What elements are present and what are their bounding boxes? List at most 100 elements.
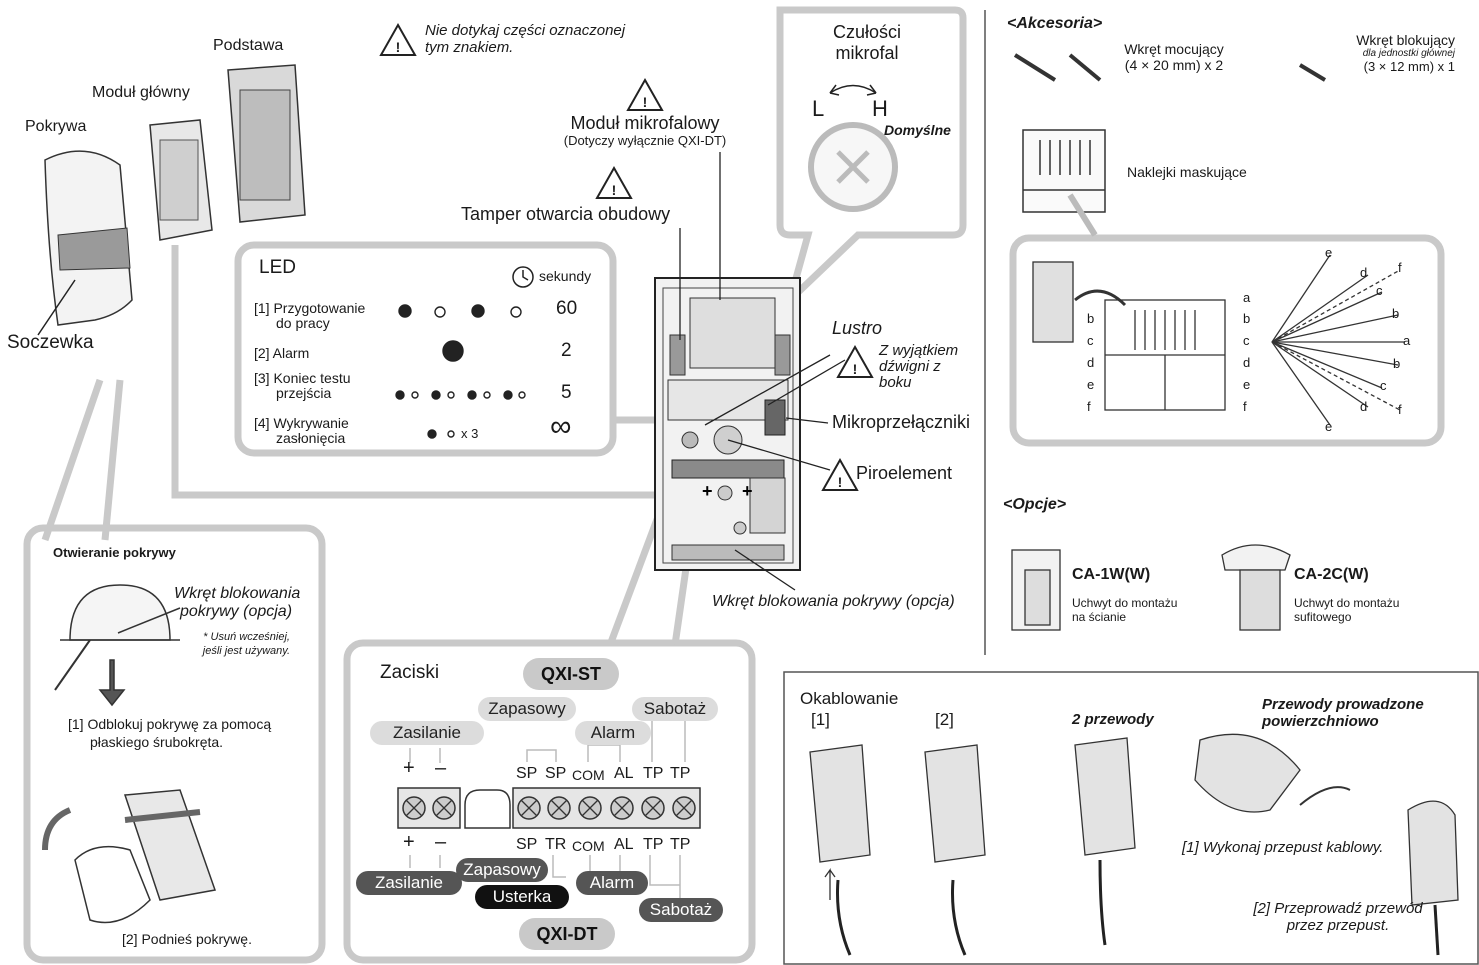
- zone-letter: e: [1087, 377, 1095, 392]
- pyroelement-label: Piroelement: [856, 463, 953, 483]
- alarm-label-st: Alarm: [575, 721, 651, 745]
- terminal-label: TP: [643, 836, 664, 853]
- terminals-title: Zaciski: [380, 662, 440, 683]
- svg-text:!: !: [643, 94, 648, 110]
- detector-board-illustration: + +: [654, 277, 801, 571]
- spare-label-dt: Zapasowy: [456, 858, 548, 882]
- terminal-label: SP: [516, 836, 538, 853]
- surface-step1: [1] Wykonaj przepust kablowy.: [1182, 839, 1384, 856]
- dip-switches-label: Mikroprzełączniki: [832, 412, 971, 432]
- terminal-plus: +: [403, 831, 415, 853]
- zone-letter: f: [1087, 399, 1091, 414]
- terminal-label: TP: [670, 765, 691, 782]
- zone-letter: a: [1403, 333, 1411, 348]
- terminal-label: COM: [572, 838, 605, 854]
- option-code: CA-2C(W): [1294, 566, 1369, 583]
- terminal-block-illustration: [397, 787, 701, 829]
- svg-text:!: !: [396, 39, 401, 55]
- alarm-label-dt: Alarm: [576, 871, 648, 895]
- zone-letter: c: [1380, 378, 1387, 393]
- cover-lock-screw-label: Wkręt blokowania pokrywy (opcja): [712, 593, 955, 610]
- zone-letter: f: [1243, 399, 1247, 414]
- remove-note: * Usuń wcześniej,jeśli jest używany.: [202, 631, 290, 657]
- base-illustration: [227, 64, 306, 223]
- led-row-value: 2: [561, 340, 572, 361]
- opening-cover-illustration: [42, 584, 216, 924]
- tamper-label-dt: Sabotaż: [639, 898, 723, 922]
- zone-letter: b: [1392, 306, 1400, 321]
- sensitivity-default: Domyślne: [884, 122, 951, 138]
- locking-screw-label: Wkręt blokujący dla jednostki głównej (3…: [1356, 32, 1455, 74]
- led-row-value: 5: [561, 382, 572, 403]
- zone-letter: d: [1087, 355, 1095, 370]
- wiring-title: Okablowanie: [800, 689, 899, 708]
- svg-text:+: +: [742, 481, 753, 501]
- led-unit: sekundy: [539, 268, 592, 284]
- zone-letter: e: [1325, 419, 1333, 434]
- zone-letter: c: [1243, 333, 1250, 348]
- base-label: Podstawa: [213, 37, 284, 54]
- main-module-label: Moduł główny: [92, 84, 190, 101]
- warning-triangle-icon: [821, 457, 859, 491]
- terminal-plus: +: [403, 757, 415, 779]
- masking-sticker-illustration: [1022, 129, 1106, 237]
- zone-letter: d: [1243, 355, 1251, 370]
- zone-letter: b: [1393, 356, 1401, 371]
- led-row-value: 60: [556, 298, 578, 319]
- warning-triangle-icon: [626, 77, 664, 111]
- lens-label: Soczewka: [7, 332, 94, 353]
- warning-triangle-icon: [836, 344, 874, 378]
- zone-letter: b: [1087, 311, 1095, 326]
- tamper-label: Tamper otwarcia obudowy: [461, 204, 671, 224]
- terminal-minus: –: [435, 757, 447, 779]
- mounting-screw-label: Wkręt mocujący(4 × 20 mm) x 2: [1124, 41, 1224, 74]
- svg-text:+: +: [702, 481, 713, 501]
- clock-icon: [512, 266, 534, 288]
- zone-letter: c: [1376, 283, 1383, 298]
- zone-letter: f: [1398, 260, 1402, 275]
- main-module-illustration: [149, 119, 213, 241]
- svg-text:!: !: [838, 474, 843, 490]
- zone-grid-illustration: [1032, 261, 1226, 411]
- led-patterns: [395, 304, 526, 439]
- terminal-label: AL: [614, 765, 634, 782]
- mirror-label: Lustro: [832, 318, 883, 338]
- qxi-st-badge: QXI-ST: [523, 658, 619, 690]
- masking-stickers-label: Naklejki maskujące: [1127, 164, 1247, 180]
- option-code: CA-1W(W): [1072, 566, 1151, 583]
- wiring-illustrations: [809, 733, 1459, 956]
- warning-triangle-icon: [595, 165, 633, 199]
- mount-illustrations: [1011, 544, 1291, 631]
- terminal-label: TR: [545, 836, 567, 853]
- detection-fan-illustration: [1271, 254, 1405, 426]
- cover-label: Pokrywa: [25, 118, 87, 135]
- wiring-step2: [2]: [935, 710, 954, 729]
- opening-title: Otwieranie pokrywy: [53, 545, 176, 560]
- terminal-minus: –: [435, 831, 447, 853]
- terminal-label: TP: [643, 765, 664, 782]
- led-row-value: ∞: [550, 410, 572, 443]
- two-wires-label: 2 przewody: [1072, 711, 1154, 728]
- svg-text:!: !: [612, 182, 617, 198]
- led-row-label: [2] Alarm: [254, 345, 310, 361]
- warning-triangle-icon: [379, 22, 417, 56]
- zone-letter: f: [1398, 402, 1402, 417]
- zone-letter: b: [1243, 311, 1251, 326]
- tamper-label-st: Sabotaż: [632, 697, 718, 721]
- screw-illustrations: [1013, 53, 1327, 82]
- accessories-heading: <Akcesoria>: [1007, 15, 1103, 32]
- svg-text:!: !: [853, 361, 858, 377]
- spare-label-st: Zapasowy: [478, 697, 576, 721]
- zone-letter: c: [1087, 333, 1094, 348]
